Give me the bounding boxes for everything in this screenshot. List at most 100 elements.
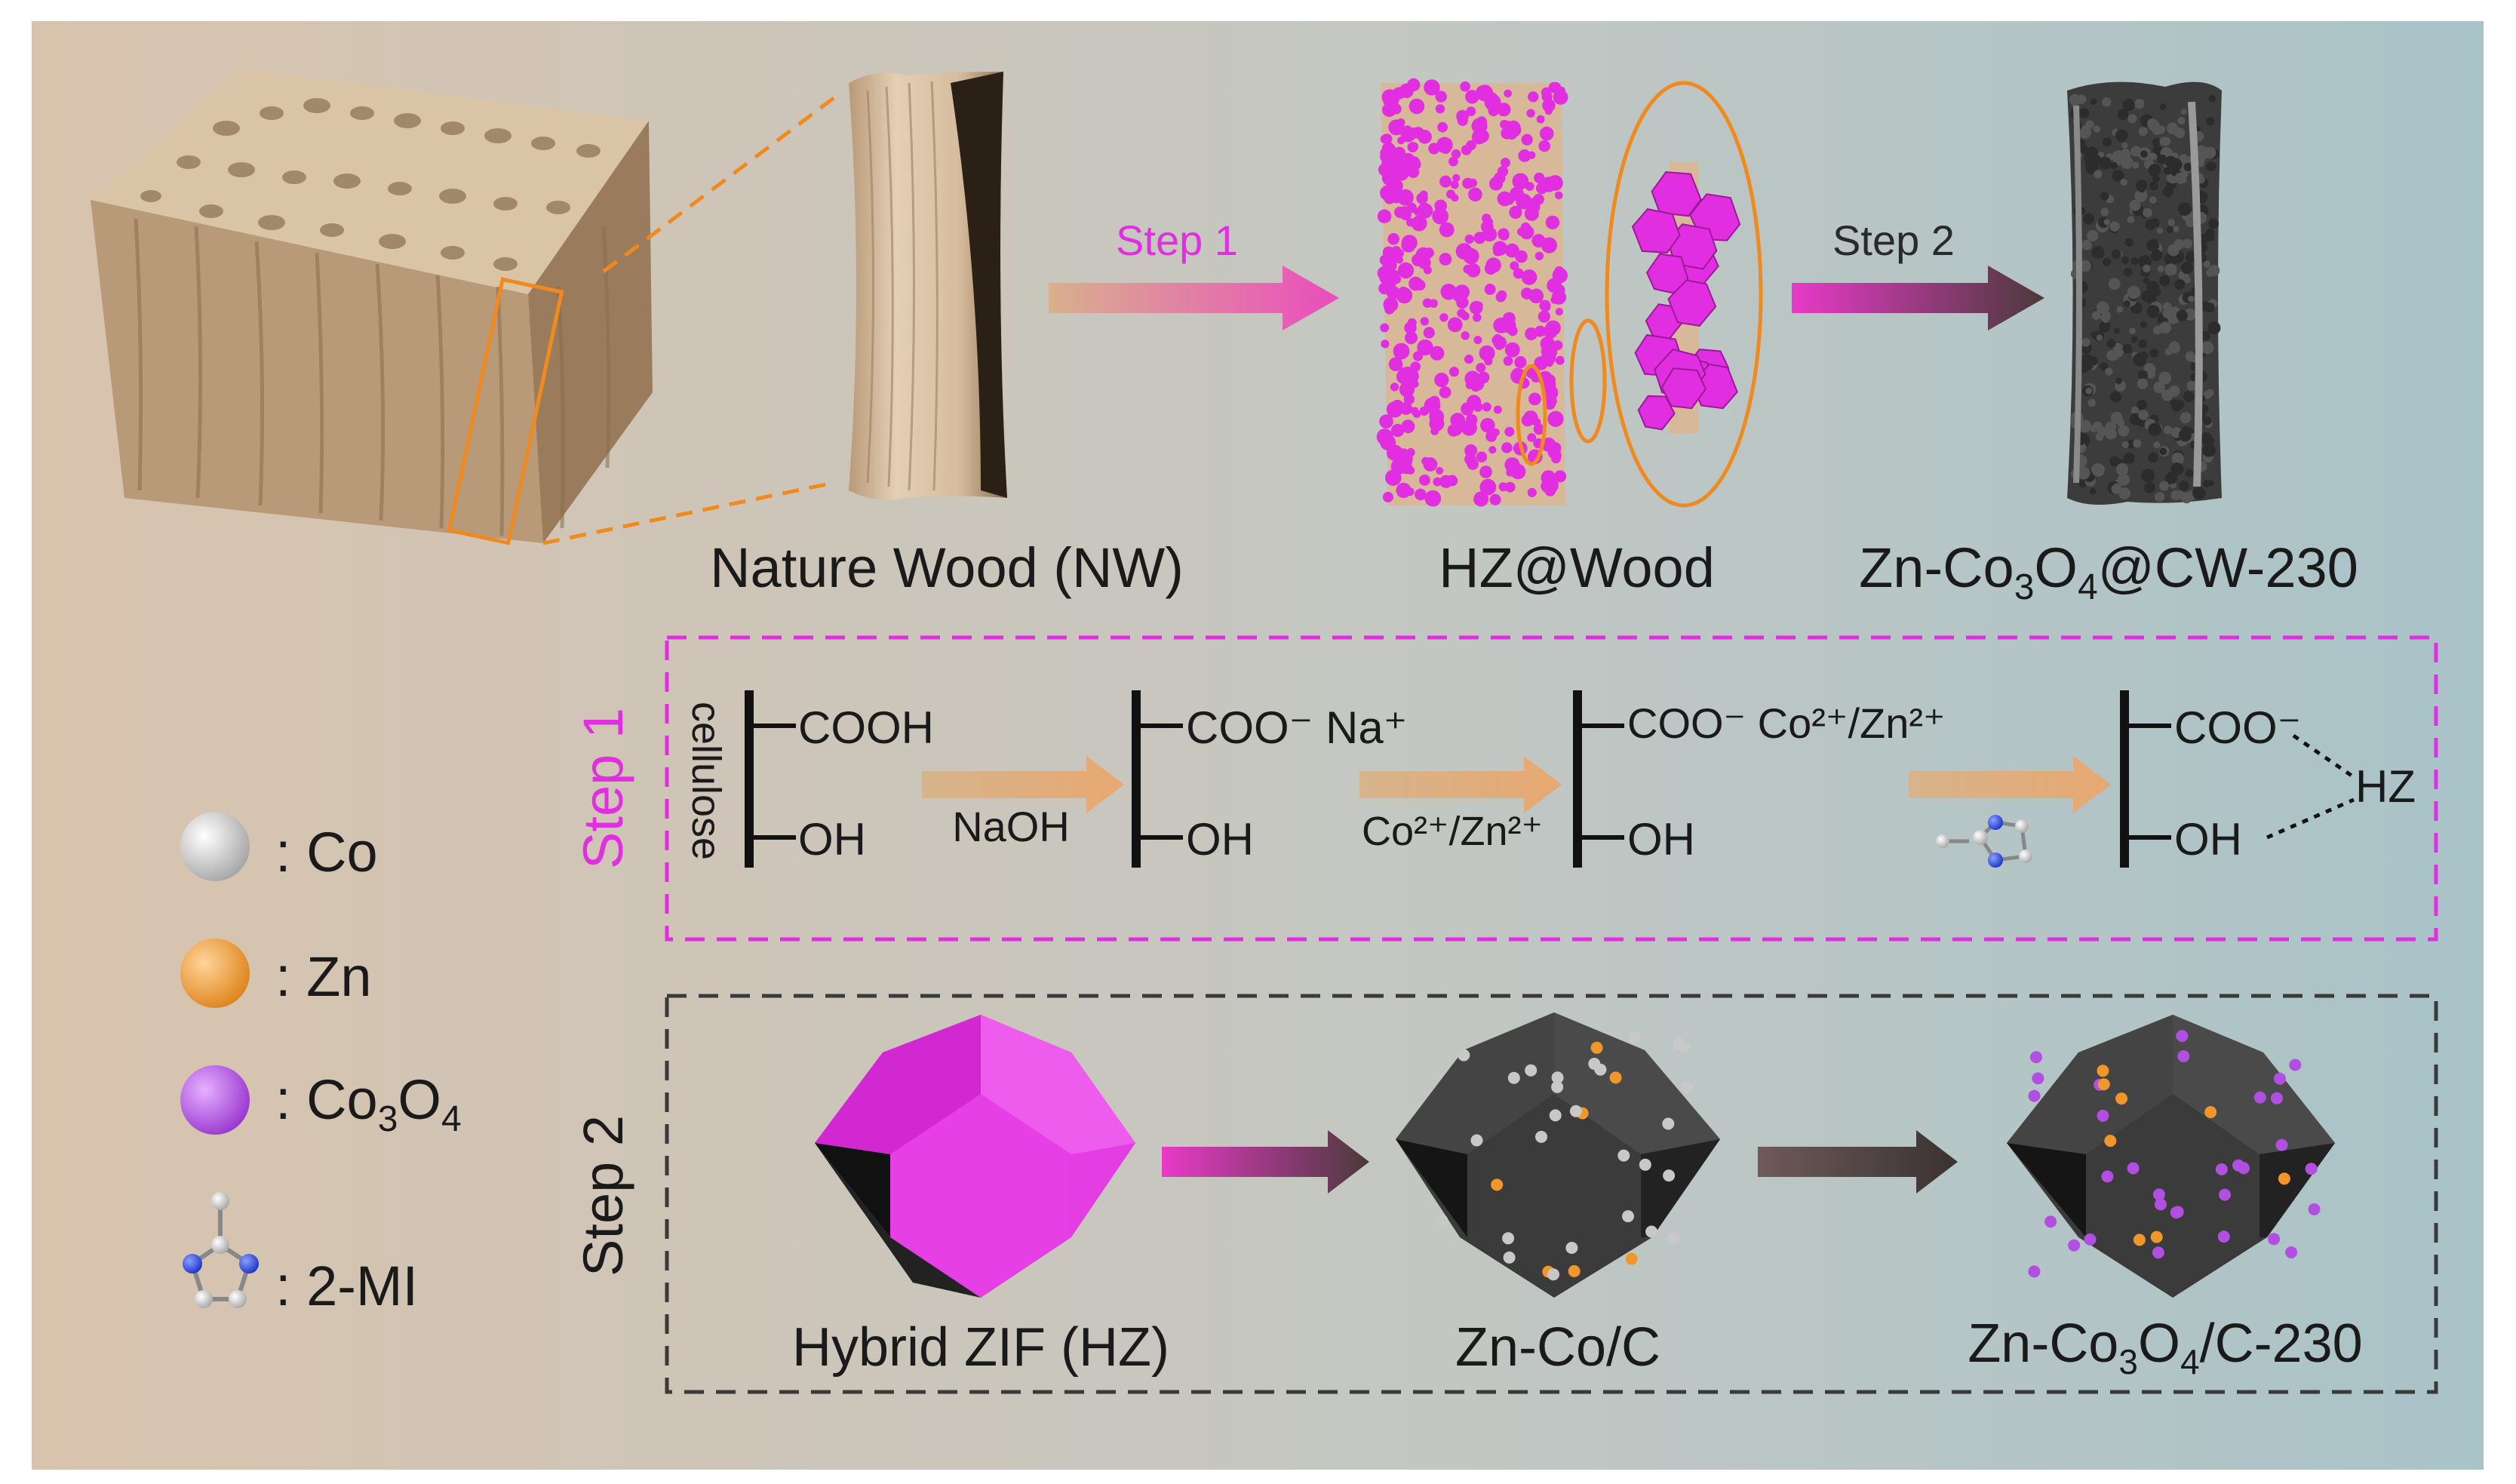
carbon-particle <box>2183 391 2195 403</box>
carbon-particle <box>2100 362 2109 371</box>
hz-particle <box>1399 402 1412 415</box>
surface-particle <box>1507 1071 1520 1084</box>
carbon-particle <box>2202 479 2210 488</box>
hz-particle <box>1479 465 1492 478</box>
hz-particle <box>1541 302 1551 312</box>
carbon-particle <box>2149 196 2157 204</box>
carbon-particle <box>2117 109 2129 120</box>
surface-particle <box>1551 1071 1564 1084</box>
hz-particle <box>1497 103 1511 117</box>
surface-particle <box>2308 1203 2321 1215</box>
carbon-particle <box>2207 234 2215 242</box>
carbon-particle <box>2208 94 2216 103</box>
surface-particle <box>1662 1117 1675 1130</box>
label-znco-c: Zn-Co/C <box>1455 1317 1660 1378</box>
hz-particle <box>1504 89 1512 98</box>
carbon-particle <box>2153 441 2161 449</box>
carbon-particle <box>2115 129 2128 142</box>
carbon-particle <box>2141 290 2153 303</box>
hz-particle <box>1384 192 1396 204</box>
carbon-particle <box>2177 116 2186 125</box>
carbon-particle <box>2109 161 2118 170</box>
carbon-particle <box>2188 295 2195 303</box>
hz-particle <box>1465 90 1479 104</box>
carbon-particle <box>2153 325 2162 335</box>
surface-particle <box>1569 1105 1582 1117</box>
surface-particle <box>2150 1231 2163 1243</box>
carbon-particle <box>2115 377 2122 385</box>
hz-particle <box>1473 336 1482 345</box>
surface-particle <box>1525 1064 1538 1077</box>
carbon-particle <box>2091 463 2106 477</box>
cellulose-label: cellulose <box>684 702 729 860</box>
carbon-particle <box>2078 107 2090 118</box>
surface-particle <box>1470 1134 1483 1147</box>
surface-particle <box>1667 1232 1680 1245</box>
hz-particle <box>1439 386 1452 398</box>
hz-particle <box>1510 261 1519 271</box>
carbon-particle <box>2077 94 2087 104</box>
label-product-top: Zn-Co3O4@CW-230 <box>1859 536 2358 607</box>
hz-particle <box>1484 94 1501 111</box>
hz-particle <box>1415 488 1427 501</box>
hz-particle <box>1462 177 1473 189</box>
surface-particle <box>2217 1231 2230 1243</box>
hz-particle <box>1482 226 1498 242</box>
hz-particle <box>1380 148 1390 158</box>
surface-particle <box>1491 1178 1504 1191</box>
hz-particle <box>1461 331 1470 340</box>
hz-particle <box>1473 401 1483 412</box>
surface-particle <box>2268 1233 2281 1246</box>
carbon-particle <box>2143 207 2152 218</box>
carbon-particle <box>2124 238 2134 247</box>
carbon-particle <box>2171 401 2183 412</box>
carbon-particle <box>2082 359 2094 370</box>
hz-particle <box>1396 118 1405 127</box>
hz-particle <box>1519 225 1534 240</box>
hz-particle <box>1432 207 1449 225</box>
hz-particle <box>1387 233 1399 245</box>
carbon-particle <box>2129 327 2137 334</box>
s4-top: COO⁻ <box>2174 702 2301 753</box>
carbon-particle <box>2111 249 2121 260</box>
carbon-particle <box>2205 162 2214 171</box>
hz-particle <box>1466 140 1476 151</box>
carbon-particle <box>2138 339 2147 349</box>
hz-particle <box>1393 148 1402 157</box>
s2-top: COO⁻ Na⁺ <box>1186 702 1407 753</box>
surface-particle <box>1588 1058 1601 1070</box>
hz-particle <box>1398 448 1409 459</box>
hz-particle <box>1497 290 1507 300</box>
step2-arrow-label: Step 2 <box>1832 217 1955 264</box>
label-hybrid-zif: Hybrid ZIF (HZ) <box>792 1317 1169 1378</box>
surface-particle <box>2253 1091 2266 1104</box>
hz-particle <box>1484 284 1496 295</box>
carbon-particle <box>2206 117 2215 126</box>
surface-particle <box>1625 1252 1638 1265</box>
carbon-particle <box>2094 170 2103 179</box>
carbon-particle <box>2146 238 2160 252</box>
hz-particle <box>1482 214 1491 223</box>
hz-particle <box>1418 130 1432 144</box>
hz-particle <box>1555 308 1563 316</box>
carbon-particle <box>2199 233 2210 244</box>
carbon-particle <box>2204 303 2215 313</box>
hz-particle <box>1544 398 1556 410</box>
step2-panel: Step 2 <box>572 994 2438 1394</box>
carbon-particle <box>2127 114 2137 124</box>
surface-particle <box>2152 1246 2164 1259</box>
hz-particle <box>1448 367 1460 377</box>
hz-particle <box>1390 179 1403 193</box>
hz-particle <box>1379 414 1393 429</box>
carbon-particle <box>2081 239 2092 250</box>
surface-particle <box>1590 1041 1603 1054</box>
surface-particle <box>2219 1188 2231 1201</box>
hz-particle <box>1412 351 1424 361</box>
carbon-particle <box>2137 370 2148 380</box>
hz-particle <box>1470 380 1482 392</box>
carbon-particle <box>2099 321 2111 333</box>
hz-particle <box>1534 172 1545 183</box>
hz-particle <box>1446 189 1455 199</box>
hz-particle <box>1541 478 1555 493</box>
carbon-particle <box>2078 479 2087 488</box>
